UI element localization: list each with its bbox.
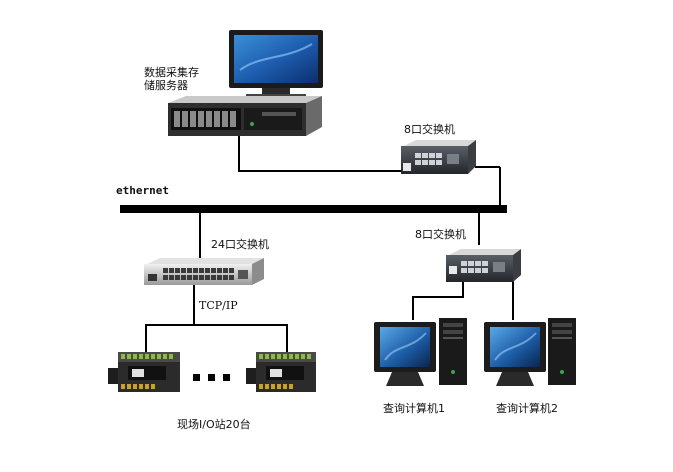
- ethernet-label: ethernet: [116, 184, 169, 197]
- network-switch-icon: [401, 140, 476, 174]
- plc-io-module-icon: [108, 352, 180, 392]
- connection-lines: [145, 136, 514, 352]
- plc-io-module-icon: [246, 352, 316, 392]
- io-stations-label: 现场I/O站20台: [177, 418, 251, 431]
- network-switch-icon: [144, 258, 264, 285]
- switch-right-label: 8口交换机: [415, 228, 466, 241]
- server-label-line1: 数据采集存: [144, 66, 199, 79]
- ethernet-bus: [120, 205, 507, 213]
- ellipsis-dots: [193, 374, 230, 381]
- desktop-computer-icon: [374, 318, 467, 386]
- server-label-line2: 储服务器: [144, 79, 188, 92]
- desktop-computer-icon: [484, 318, 576, 386]
- switch-top-label: 8口交换机: [404, 123, 455, 136]
- switch-24-label: 24口交换机: [211, 238, 269, 251]
- query-computer-2-label: 查询计算机2: [496, 402, 558, 415]
- network-switch-icon: [446, 249, 521, 282]
- query-computer-1-label: 查询计算机1: [383, 402, 445, 415]
- monitor-icon: [229, 30, 323, 97]
- tcpip-label: TCP/IP: [199, 299, 238, 312]
- rack-server-icon: [168, 96, 322, 136]
